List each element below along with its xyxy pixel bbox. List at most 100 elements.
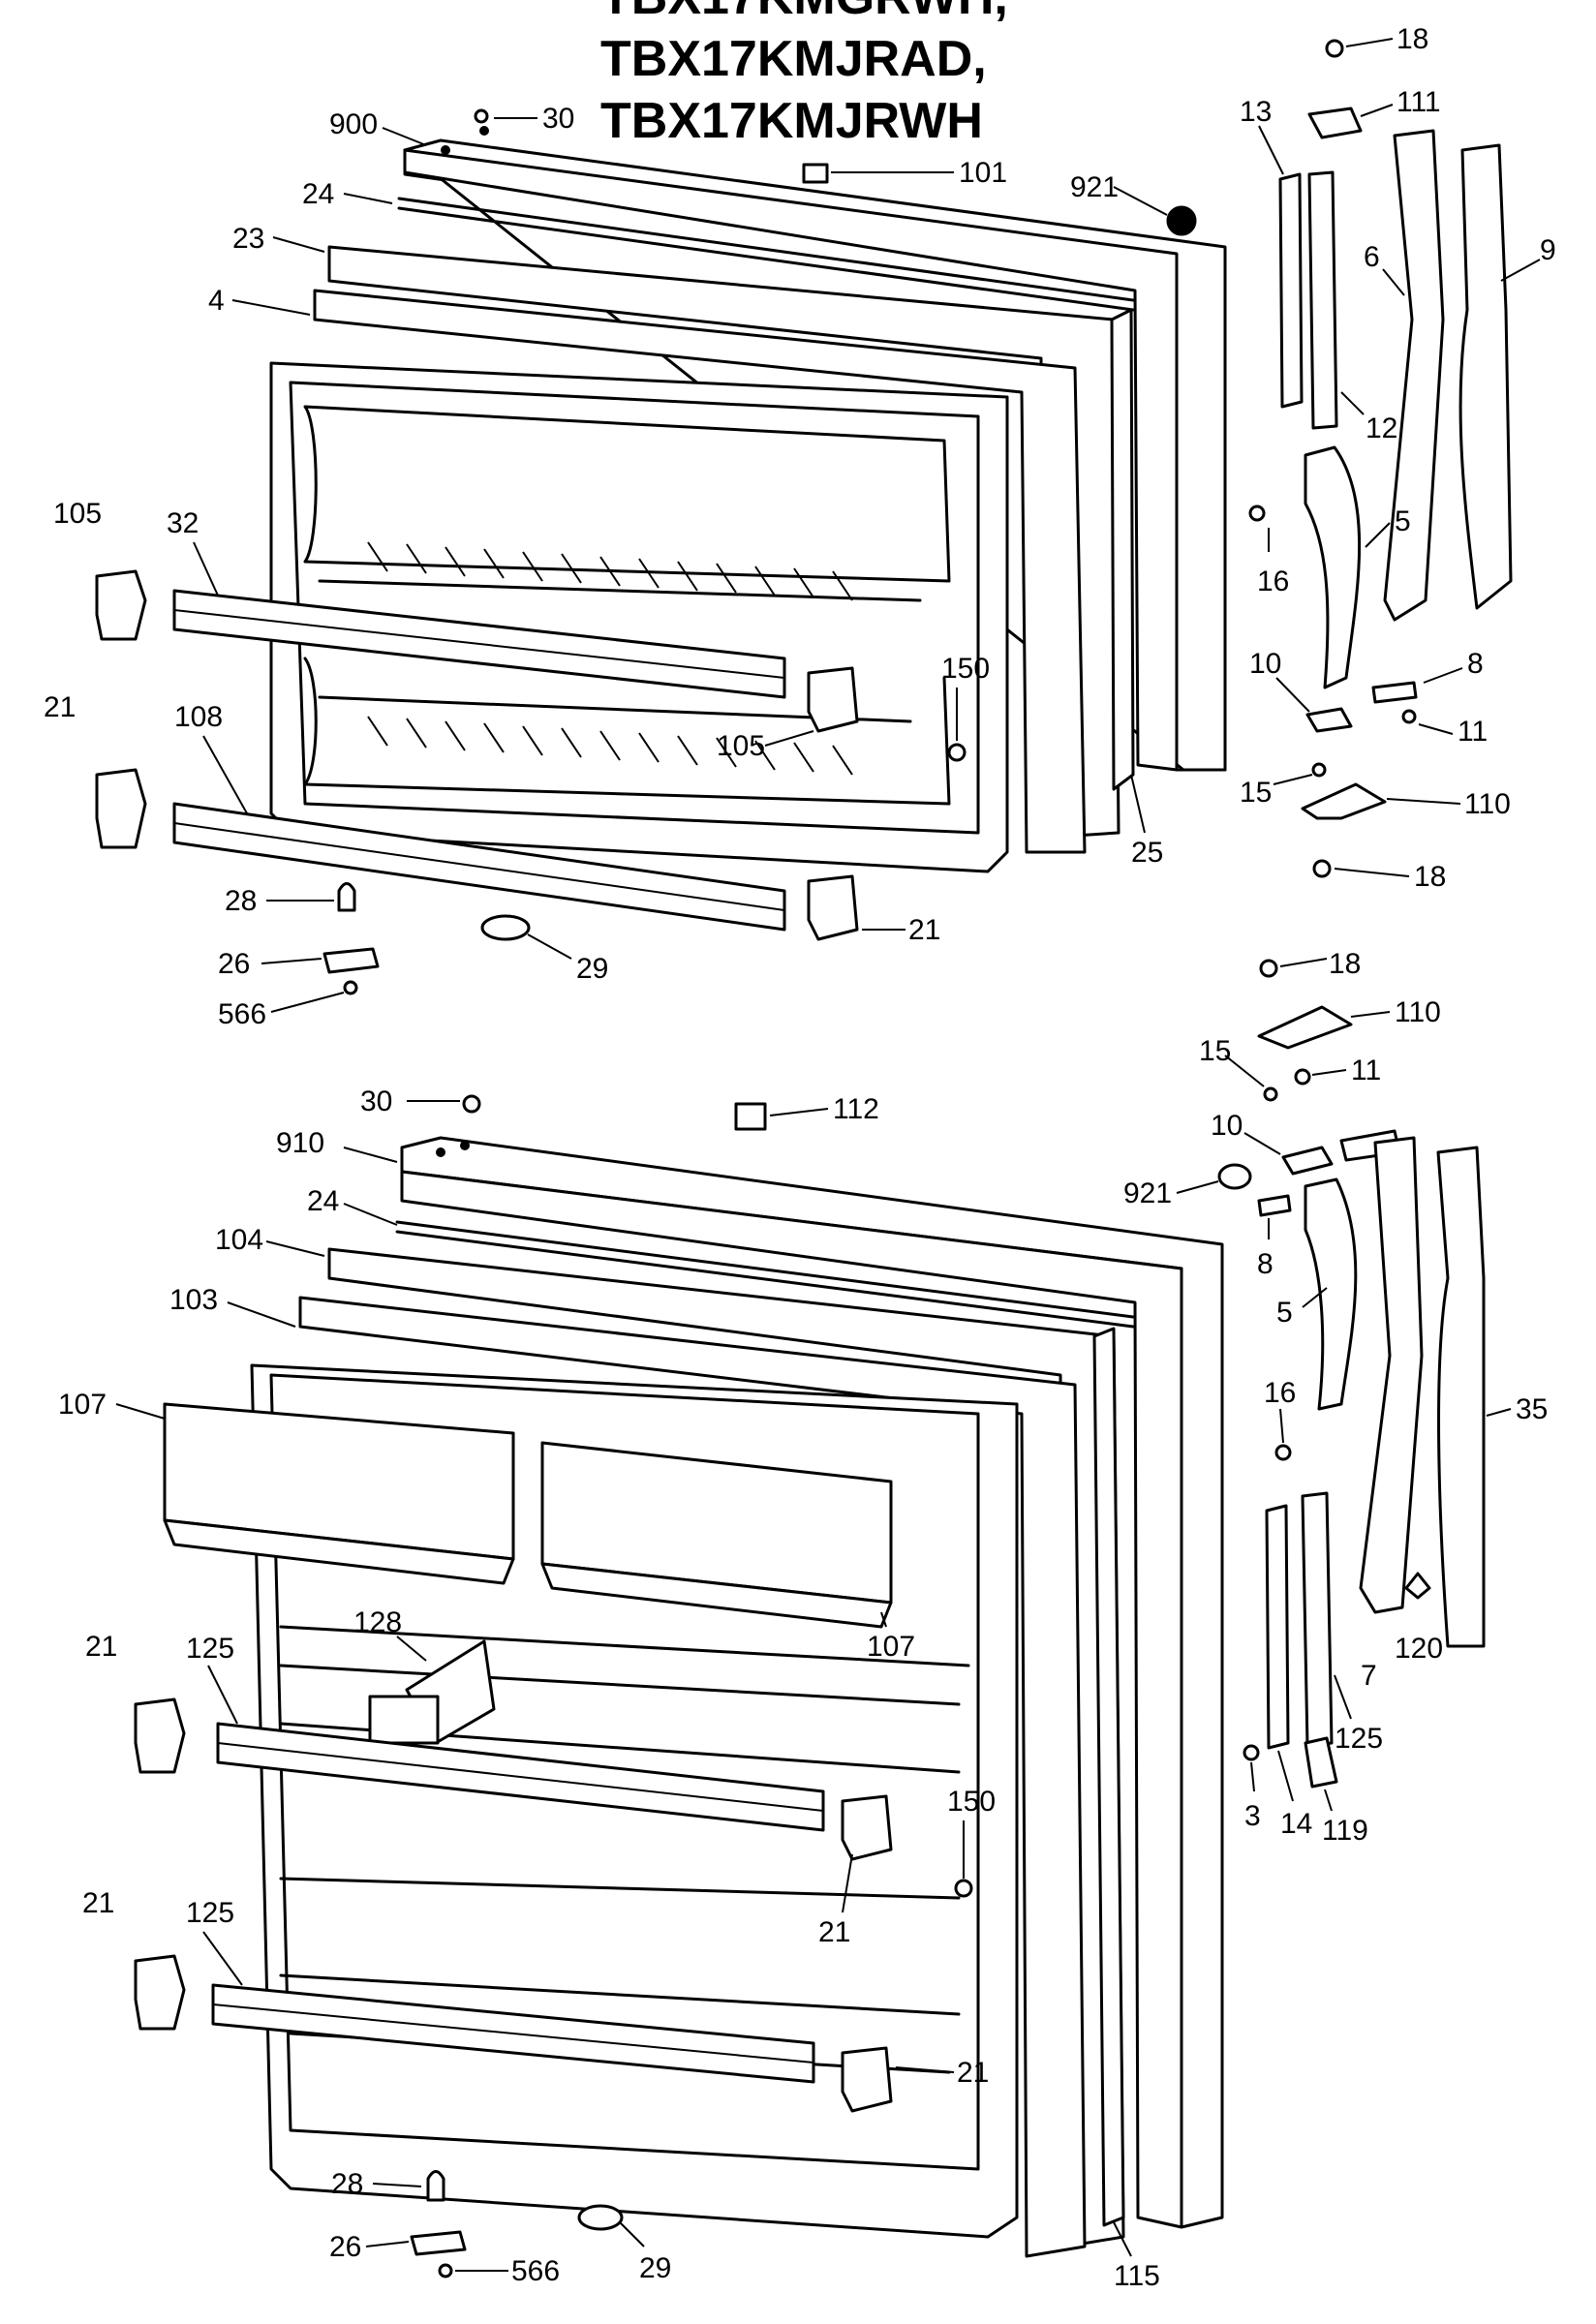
fresh-door-callouts: 30 112 910 24 104 103 107 107 921 128 21…	[58, 1086, 1219, 2292]
fresh-food-door-assembly	[134, 1094, 1252, 2278]
fresh-gasket-strip	[395, 1220, 1135, 1319]
freezer-screw-30	[474, 108, 489, 124]
freezer-hinge-plate-26	[322, 947, 380, 974]
callout-18-top: 18	[1396, 23, 1428, 55]
callout-125-lower: 125	[186, 1897, 234, 1929]
callout-8-top: 8	[1467, 648, 1484, 680]
fresh-screw-15	[1263, 1086, 1278, 1102]
callout-108: 108	[174, 701, 223, 733]
callout-21-left-mid: 21	[85, 1631, 117, 1663]
fresh-hinge-parts	[1243, 959, 1486, 1789]
callout-105-left: 105	[53, 498, 102, 530]
callout-29-bottom: 29	[639, 2252, 671, 2284]
callout-120: 120	[1395, 1633, 1443, 1665]
fresh-hinge-110	[1257, 1005, 1353, 1050]
freezer-hinge-callouts: 18 111 13 6 9 12 16 5 10 8 11 15 110 18	[1240, 23, 1556, 893]
freezer-screw-18-top	[1325, 39, 1344, 58]
callout-21-right-bottom: 21	[957, 2057, 989, 2089]
fresh-outer-door-panel	[400, 1136, 1224, 2229]
fresh-shelf-end-cap-right-lower	[841, 2046, 893, 2113]
callout-6: 6	[1364, 241, 1380, 273]
freezer-screw-18-bottom	[1312, 859, 1332, 878]
callout-18-bottom: 18	[1414, 861, 1446, 893]
callout-7: 7	[1361, 1660, 1377, 1692]
callout-4: 4	[208, 285, 225, 317]
callout-15-top: 15	[1240, 777, 1272, 809]
fresh-screw-3	[1243, 1744, 1260, 1761]
freezer-shelf-bar-lower	[172, 802, 786, 932]
fresh-screw-120	[1404, 1572, 1431, 1600]
callout-8-mid: 8	[1257, 1248, 1274, 1280]
fresh-side-gasket	[1092, 1327, 1125, 2227]
freezer-hinge-pin-10	[1305, 707, 1353, 733]
freezer-hinge-110	[1301, 782, 1387, 820]
freezer-hinge-strip-12	[1307, 170, 1338, 430]
fresh-hinge-arm-7	[1359, 1136, 1424, 1614]
callout-101: 101	[959, 157, 1007, 189]
callout-28-bottom: 28	[331, 2168, 363, 2200]
callout-23: 23	[232, 223, 264, 255]
callout-5-mid: 5	[1276, 1297, 1293, 1329]
fresh-shelf-bar-lower	[211, 1983, 815, 2084]
callout-5-top: 5	[1395, 505, 1411, 537]
callout-30-top: 30	[542, 103, 574, 135]
freezer-washer-8	[1371, 681, 1418, 704]
fresh-shelf-bar-upper	[216, 1722, 825, 1832]
fresh-screw-30	[462, 1094, 481, 1114]
fresh-dairy-door	[368, 1639, 496, 1745]
callout-35: 35	[1516, 1393, 1548, 1425]
callout-14: 14	[1280, 1808, 1312, 1840]
freezer-pin-28	[337, 882, 356, 912]
callout-566-top: 566	[218, 998, 266, 1030]
callout-25: 25	[1131, 837, 1163, 869]
callout-125-hinge: 125	[1335, 1723, 1383, 1755]
fresh-screw-150	[954, 1879, 973, 1898]
fresh-shelf-end-cap-left-upper	[134, 1697, 186, 1774]
callout-30-mid: 30	[360, 1086, 392, 1117]
callout-107-left: 107	[58, 1389, 107, 1421]
fresh-plug-29	[577, 2204, 624, 2231]
callout-115: 115	[1114, 2260, 1160, 2292]
callout-16-top: 16	[1257, 566, 1289, 597]
callout-112: 112	[833, 1093, 879, 1125]
fresh-hinge-pin-10	[1281, 1146, 1334, 1176]
fresh-hinge-cover-35	[1436, 1146, 1486, 1648]
freezer-door-callouts: 900 30 101 921 24 23 4 105 32 150 105 21…	[44, 103, 1168, 1030]
callout-21-left-bottom: 21	[82, 1887, 114, 1919]
callout-21-right-mid: 21	[818, 1916, 850, 1948]
callout-910: 910	[276, 1127, 324, 1159]
fresh-screw-16	[1274, 1444, 1292, 1461]
fresh-plug-921	[1217, 1163, 1252, 1190]
model-title-line-1: TBX17KMGRWH,	[600, 0, 1008, 25]
fresh-hinge-strip-125	[1301, 1491, 1334, 1748]
freezer-hinge-parts	[1248, 39, 1513, 878]
callout-150-top: 150	[941, 653, 990, 685]
freezer-side-gasket	[1110, 308, 1135, 791]
callout-26-bottom: 26	[329, 2231, 361, 2263]
model-title-line-3: TBX17KMJRWH	[600, 93, 983, 149]
callout-119: 119	[1322, 1815, 1368, 1847]
callout-28-top: 28	[225, 885, 257, 917]
callout-110-mid: 110	[1395, 996, 1441, 1028]
callout-921-top: 921	[1070, 171, 1119, 203]
freezer-screw-566	[343, 980, 358, 995]
fresh-screw-11	[1294, 1068, 1311, 1086]
callout-24-mid: 24	[307, 1185, 339, 1217]
callout-10-top: 10	[1249, 648, 1281, 680]
freezer-shelf-bar-upper	[172, 589, 786, 699]
fresh-door-bin-right	[540, 1441, 893, 1629]
freezer-door-assembly	[95, 108, 1227, 995]
callout-11-mid: 11	[1351, 1055, 1381, 1086]
callout-12: 12	[1366, 413, 1397, 444]
fresh-hinge-bracket-5	[1304, 1177, 1358, 1411]
callout-900: 900	[329, 108, 378, 140]
freezer-hinge-cover-9	[1458, 143, 1513, 610]
fresh-screw-566	[438, 2263, 453, 2278]
callout-21-right-top: 21	[908, 914, 940, 946]
callout-566-bottom: 566	[511, 2255, 560, 2287]
freezer-hinge-bracket-5	[1304, 445, 1362, 689]
freezer-plug-29	[480, 914, 531, 941]
freezer-shelf-end-cap-right-upper	[807, 666, 859, 733]
callout-150-mid: 150	[947, 1786, 996, 1818]
